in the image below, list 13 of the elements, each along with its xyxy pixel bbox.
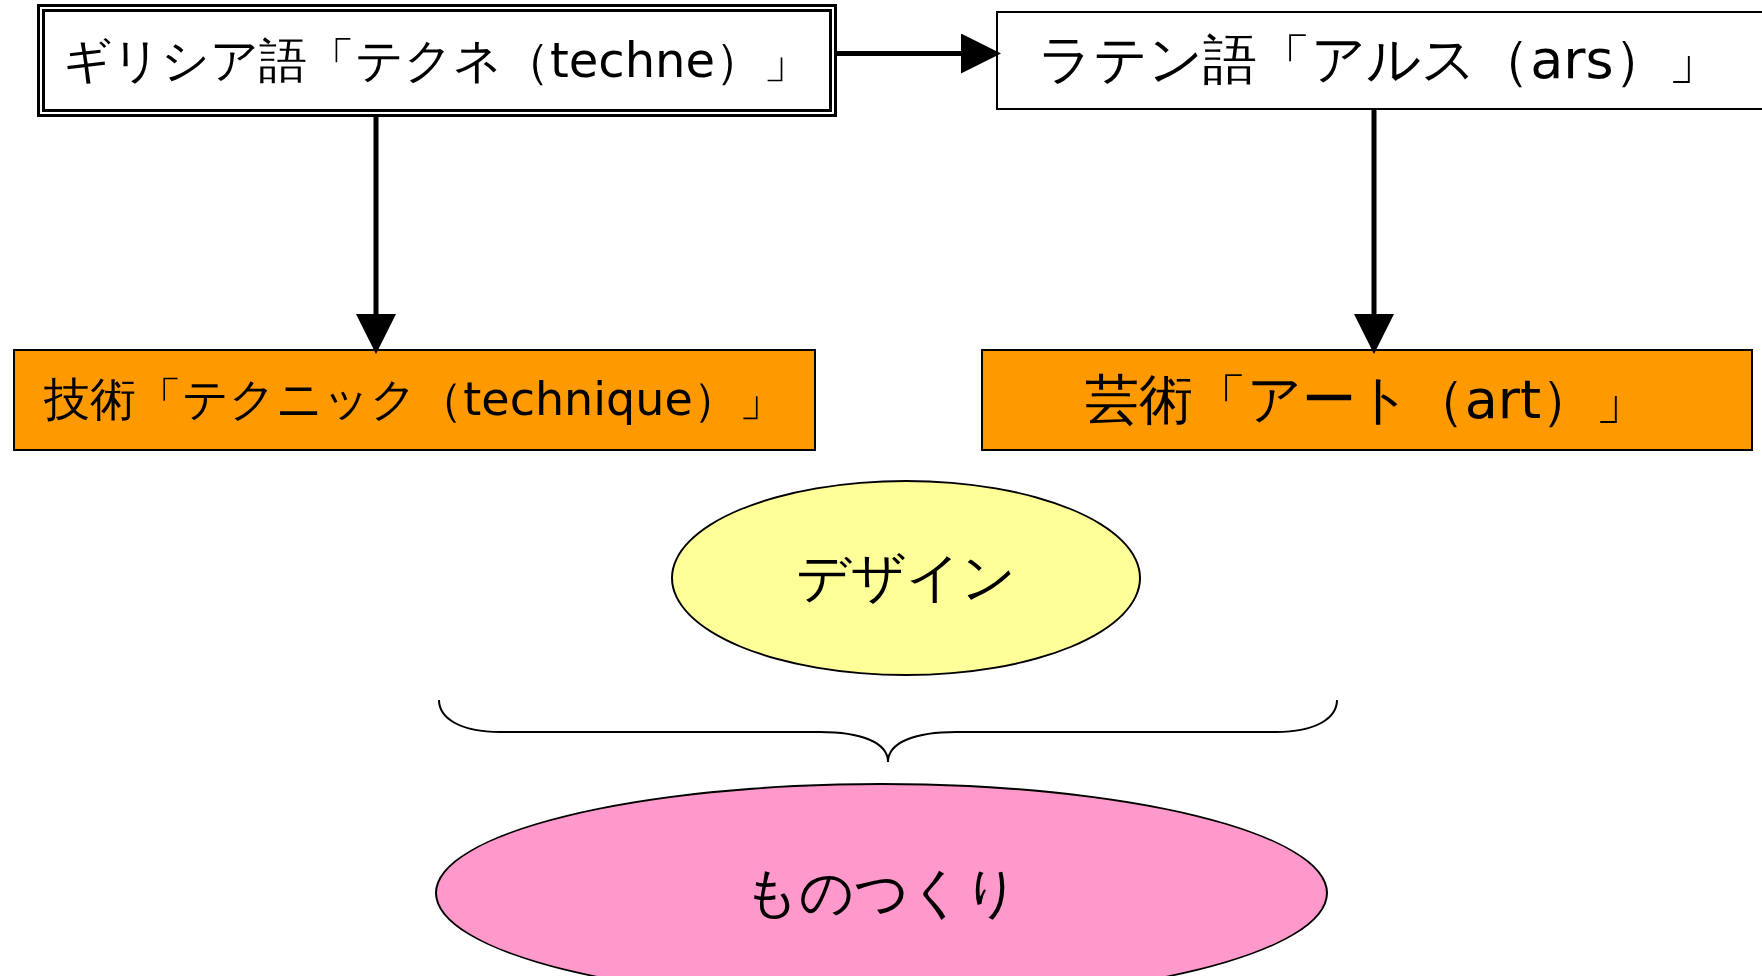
term-box xyxy=(37,4,837,117)
arrow xyxy=(1354,110,1394,354)
node-label: ギリシア語「テクネ（techne）」 xyxy=(62,30,812,90)
node-label: デザイン xyxy=(796,544,1016,611)
term-box xyxy=(981,349,1753,451)
arrow xyxy=(837,33,1001,74)
arrow xyxy=(356,117,396,354)
node-label: ものつくり xyxy=(744,859,1019,926)
node-label: ラテン語「アルス（ars）」 xyxy=(1038,27,1722,93)
node-label: 芸術「アート（art）」 xyxy=(1084,366,1650,433)
term-box xyxy=(996,11,1762,110)
term-box xyxy=(13,349,816,451)
node-label: 技術「テクニック（technique）」 xyxy=(44,371,785,428)
